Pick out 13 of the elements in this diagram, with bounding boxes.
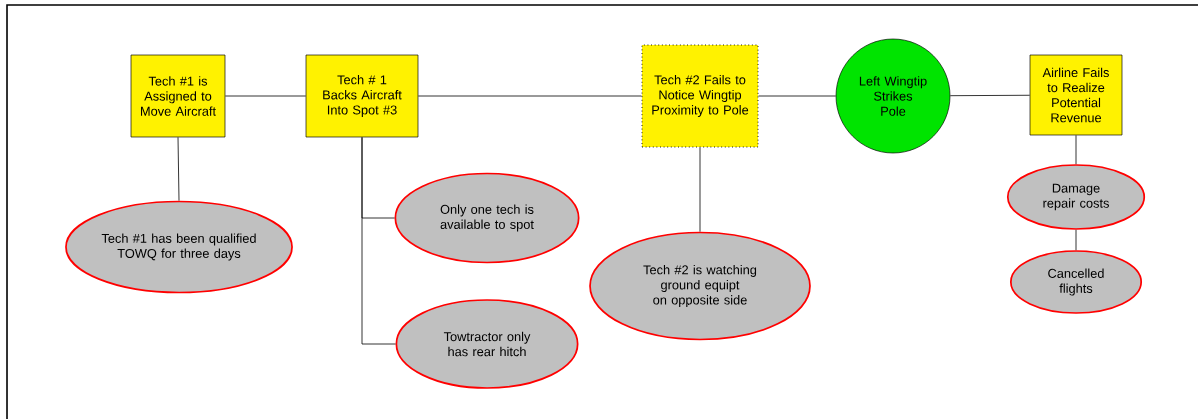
- connector-line: [758, 95, 837, 97]
- process-box: Tech #1 is Assigned to Move Aircraft: [130, 54, 226, 138]
- connector-line: [224, 95, 307, 97]
- connector-line: [699, 147, 701, 233]
- connector-line: [417, 95, 642, 97]
- process-box: Airline Fails to Realize Potential Revenue: [1029, 54, 1123, 136]
- connector-line: [1075, 229, 1077, 251]
- connector-line: [361, 136, 396, 345]
- process-box: Tech # 1 Backs Aircraft Into Spot #3: [305, 54, 419, 138]
- connector-line: [177, 136, 180, 202]
- connector-line: [949, 94, 1031, 97]
- process-box: Tech #2 Fails to Notice Wingtip Proximity to Pole: [641, 44, 759, 148]
- connector-line: [1075, 134, 1077, 165]
